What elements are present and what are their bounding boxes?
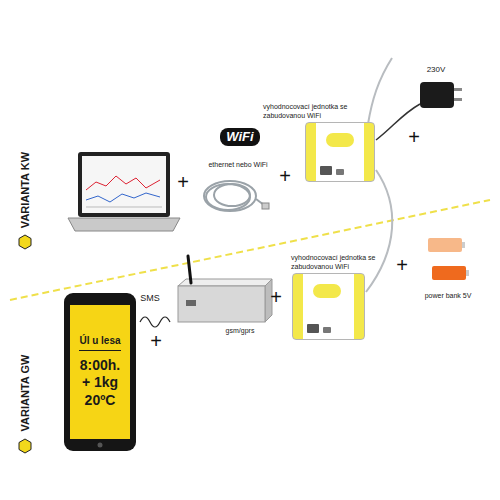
sensor-cable [366,170,392,292]
ethernet-port [320,166,332,175]
variant-title: VARIANTA KW [19,152,31,228]
adapter-prong [454,98,462,101]
graph-line [86,176,160,190]
screen-text: 20ºC [85,392,116,410]
cable-label: ethernet nebo WiFi [208,161,267,169]
laptop [68,152,180,231]
phone-button [98,443,103,448]
power-bank [432,266,466,280]
modem-port [186,300,196,306]
adapter-prong [454,88,462,91]
evaluation-unit: vyhodnocovací jednotka se zabudovanou Wi… [292,273,365,340]
plus-sign: + [177,171,189,193]
power-bank-label: power bank 5V [425,292,472,300]
power-bank-end [462,242,465,248]
sms-label: SMS [140,294,160,304]
laptop-screen [82,156,166,213]
hexagon-icon [19,439,31,453]
logo-sticker [326,133,354,147]
power-banks [428,238,469,280]
laptop-frame [78,152,170,217]
sensor-cable [368,58,392,124]
wifi-logo: WiFi [220,128,259,146]
evaluation-unit: vyhodnocovací jednotka se zabudovanou Wi… [305,122,375,182]
unit-heading: vyhodnocovací jednotka se zabudovanou Wi… [291,254,377,271]
ethernet-cable [204,181,264,211]
modem-label: gsm/gprs [226,327,255,335]
usb-port [336,169,344,175]
plus-sign: + [150,330,162,352]
variant-title: VARIANTA GW [19,355,31,432]
plus-sign: + [408,126,420,148]
screen-text: 8:00h. [80,357,120,375]
hexagon-icon [19,235,31,249]
plus-sign: + [270,286,282,308]
screen-text: + 1kg [82,374,118,392]
unit-heading: vyhodnocovací jednotka se zabudovanou Wi… [263,103,351,120]
adapter-body [420,82,454,108]
ethernet-port [307,324,319,333]
voltage-label: 230V [427,66,446,75]
sms-wave [140,317,170,327]
power-bank-end [466,270,469,276]
cable-loop [206,184,250,210]
phone-body [64,293,136,451]
laptop-base [68,218,180,231]
plus-sign: + [279,165,291,187]
graph-axis [86,207,162,208]
cable-loop [214,184,250,206]
usb-port [323,327,331,333]
graph-line [86,193,160,202]
plus-sign: + [396,254,408,276]
gsm-modem [178,256,272,322]
cable-loop [204,181,256,211]
modem-front [178,286,265,322]
phone-screen: Úl u lesa 8:00h.+ 1kg20ºC [70,305,130,439]
antenna [188,256,191,283]
rj45-plug [262,203,269,209]
power-bank [428,238,462,252]
screen-text: Úl u lesa [79,335,120,351]
logo-sticker [313,284,341,298]
